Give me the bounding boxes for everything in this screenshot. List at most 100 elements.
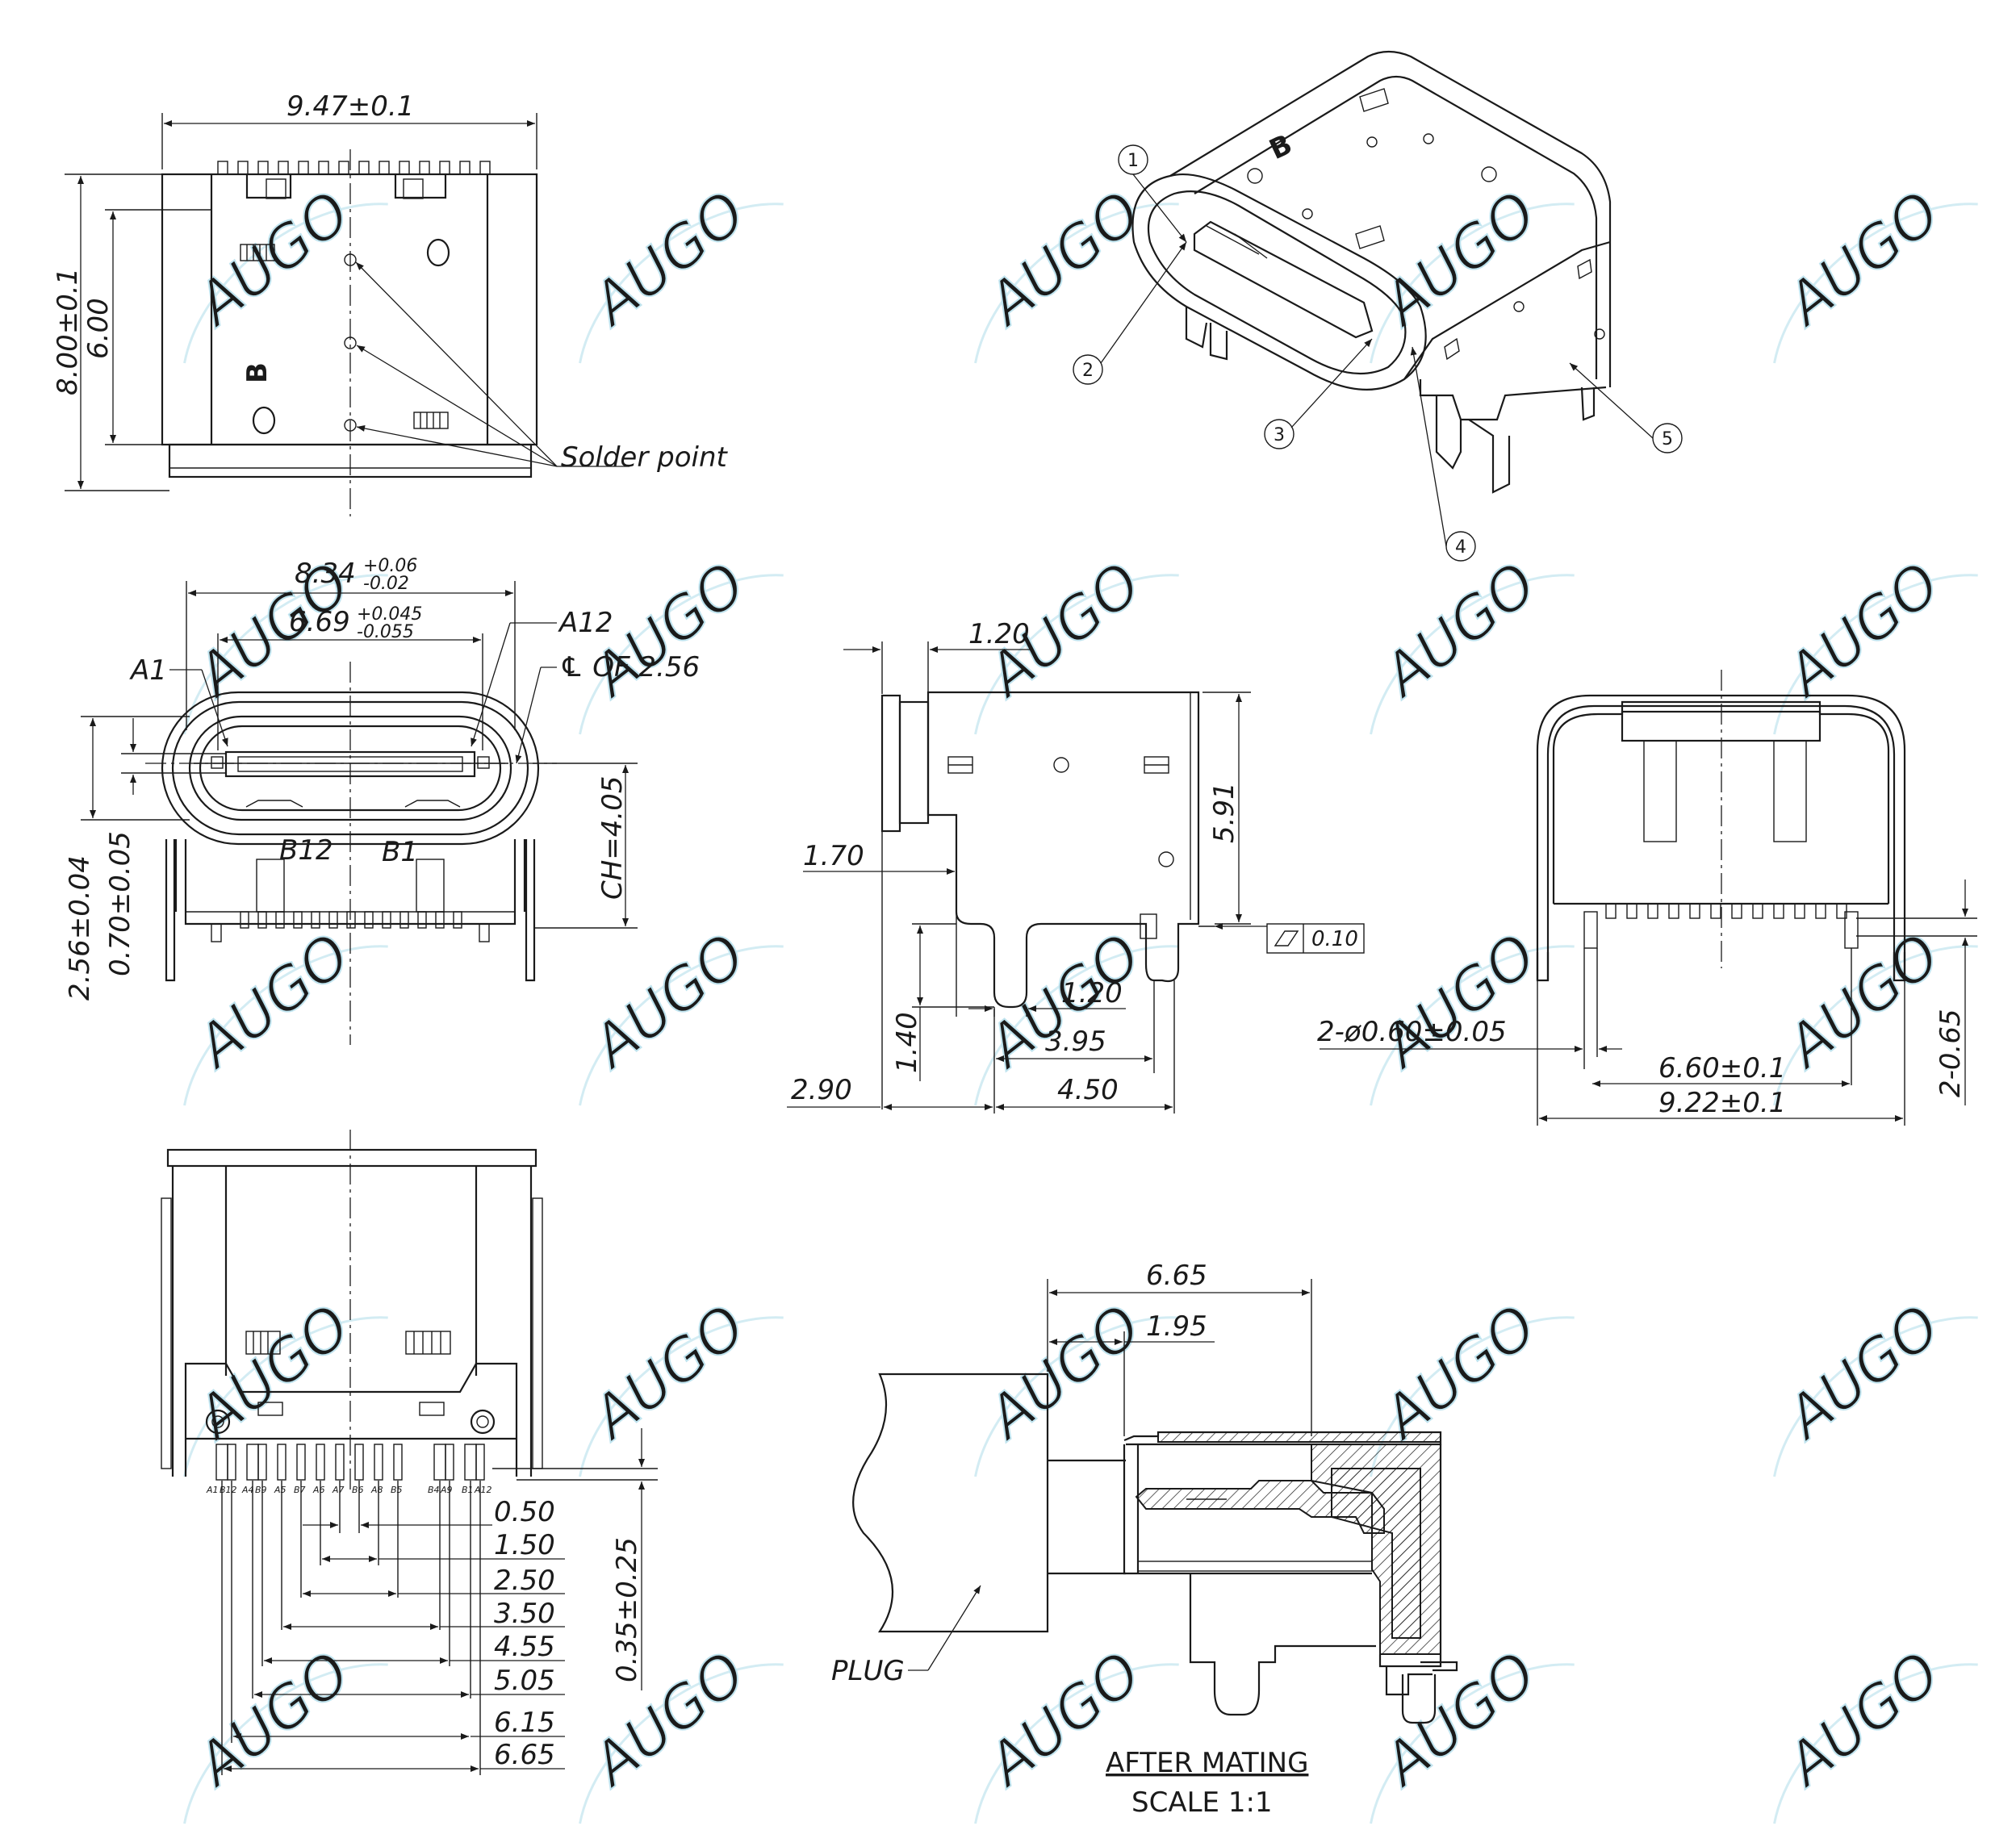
svg-text:4.55: 4.55 — [494, 1631, 555, 1663]
svg-text:B9: B9 — [255, 1485, 267, 1495]
top-marking-lines — [240, 244, 449, 429]
watermark: AUGO — [576, 919, 784, 1106]
solder-point — [344, 253, 357, 266]
svg-text:AUGO: AUGO — [577, 1291, 758, 1453]
svg-text:AUGO: AUGO — [577, 1638, 758, 1800]
side-dim-450: 4.50 — [1057, 1074, 1119, 1106]
iso-callout-3: 3 — [1264, 338, 1373, 449]
iso-callout-2: 2 — [1073, 241, 1187, 385]
svg-text:A7: A7 — [332, 1485, 345, 1495]
iso-callout-5: 5 — [1569, 362, 1683, 453]
svg-text:B7: B7 — [294, 1485, 306, 1495]
svg-text:1: 1 — [1127, 151, 1139, 171]
svg-text:AUGO: AUGO — [1368, 178, 1549, 340]
iso-view: B 1 2 3 4 5 — [1073, 50, 1683, 562]
front-outer-width-dim: 8.34 — [295, 558, 356, 590]
front-ch-dim: CH=4.05 — [596, 776, 629, 900]
top-width-dim: 9.47±0.1 — [287, 90, 414, 123]
svg-text:A1: A1 — [206, 1485, 219, 1495]
pcb-height-dim: 0.35±0.25 — [611, 1537, 643, 1682]
svg-text:A6: A6 — [312, 1485, 325, 1495]
front-inner-width-tol-plus: +0.045 — [357, 604, 422, 625]
pcb-pin-labels: A1 B12 A4 B9 A5 B7 A6 A7 B6 A8 B5 B4 A9 … — [206, 1485, 492, 1495]
front-label-a1: A1 — [129, 654, 167, 687]
watermark: AUGO — [181, 919, 388, 1106]
watermark: AUGO — [181, 177, 388, 364]
svg-text:B6: B6 — [352, 1485, 364, 1495]
rear-pitch-dim: 6.60±0.1 — [1658, 1052, 1786, 1084]
svg-text:A12: A12 — [474, 1485, 492, 1495]
svg-text:B1: B1 — [462, 1485, 474, 1495]
side-view: 1.20 5.91 0.10 1.70 1.40 — [787, 618, 1365, 1114]
pcb-pitch-dims: 0.50 1.50 2.50 3.50 4.55 5.05 6.15 6.65 — [224, 1496, 565, 1772]
plug-outline — [852, 1373, 1049, 1633]
rear-pin-row — [1605, 903, 1847, 919]
svg-text:AUGO: AUGO — [182, 1638, 362, 1800]
front-label-b12: B12 — [279, 834, 333, 867]
front-outer-width-tol-minus: -0.02 — [363, 574, 409, 594]
pcb-pin-row — [215, 1444, 485, 1481]
svg-text:A4: A4 — [241, 1485, 254, 1495]
front-inner-width-tol-minus: -0.055 — [357, 622, 414, 642]
side-dim-top: 1.20 — [968, 618, 1030, 650]
top-hole-lower — [252, 406, 276, 435]
pcb-view: A1 B12 A4 B9 A5 B7 A6 A7 B6 A8 B5 B4 A9 … — [161, 1130, 658, 1775]
svg-text:AUGO: AUGO — [1771, 178, 1952, 340]
svg-text:6.15: 6.15 — [494, 1707, 555, 1739]
rear-hole-dim: 2-ø0.60±0.05 — [1317, 1016, 1507, 1048]
svg-text:B4: B4 — [428, 1485, 440, 1495]
svg-text:1.50: 1.50 — [494, 1529, 555, 1561]
mating-scale: SCALE 1:1 — [1131, 1786, 1273, 1819]
svg-text:AUGO: AUGO — [1771, 1291, 1952, 1453]
watermark: AUGO — [1367, 548, 1575, 735]
front-inner-width-dim: 6.69 — [289, 606, 350, 638]
iso-callout-1: 1 — [1118, 144, 1187, 243]
top-view: 9.47±0.1 — [52, 90, 728, 516]
solder-point — [344, 336, 357, 349]
svg-text:B5: B5 — [391, 1485, 403, 1495]
top-marking-letter: B — [241, 362, 274, 383]
front-height-dim: 2.56±0.04 — [64, 855, 96, 1001]
svg-text:AUGO: AUGO — [577, 178, 758, 340]
front-offset-dim: 0.70±0.05 — [104, 831, 136, 976]
svg-text:3.50: 3.50 — [494, 1598, 555, 1630]
solder-point-label: Solder point — [561, 441, 728, 474]
svg-text:4: 4 — [1455, 537, 1466, 558]
svg-text:B12: B12 — [220, 1485, 237, 1495]
mating-dim-665: 6.65 — [1146, 1260, 1207, 1292]
watermark: AUGO — [972, 177, 1179, 364]
rear-width-dim: 9.22±0.1 — [1658, 1087, 1786, 1119]
svg-text:5: 5 — [1662, 429, 1673, 449]
svg-text:2: 2 — [1082, 361, 1094, 381]
top-pin-row — [217, 161, 491, 175]
side-dim-395: 3.95 — [1045, 1026, 1106, 1058]
solder-point — [344, 419, 357, 432]
svg-text:AUGO: AUGO — [972, 178, 1153, 340]
top-height-dim: 8.00±0.1 — [52, 268, 84, 395]
iso-callout-4: 4 — [1410, 346, 1476, 562]
svg-text:2.50: 2.50 — [494, 1565, 555, 1597]
svg-text:AUGO: AUGO — [1368, 1291, 1549, 1453]
watermark: AUGO — [181, 1637, 388, 1824]
front-label-a12: A12 — [558, 607, 613, 639]
watermark: AUGO — [1367, 919, 1575, 1106]
svg-text:AUGO: AUGO — [182, 920, 362, 1082]
svg-text:A8: A8 — [370, 1485, 383, 1495]
svg-text:A5: A5 — [274, 1485, 287, 1495]
mating-dim-195: 1.95 — [1146, 1310, 1207, 1343]
watermark: AUGO — [576, 1637, 784, 1824]
svg-text:AUGO: AUGO — [1771, 549, 1952, 711]
front-pin-row — [211, 911, 490, 942]
front-label-centerline: ℄ OF 2.56 — [559, 651, 700, 683]
mating-view: 6.65 1.95 PLUG AFTER MATING SCALE 1:1 — [831, 1260, 1458, 1819]
svg-text:AUGO: AUGO — [1771, 1638, 1952, 1800]
watermark: AUGO — [576, 177, 784, 364]
svg-text:6.65: 6.65 — [494, 1739, 555, 1771]
watermark: AUGO — [576, 1290, 784, 1477]
side-dim-height: 5.91 — [1208, 782, 1240, 843]
svg-text:3: 3 — [1274, 425, 1285, 445]
front-view: 8.34 +0.06 -0.02 6.69 +0.045 -0.055 — [64, 556, 700, 1045]
rear-view: 2-ø0.60±0.05 6.60±0.1 9.22±0.1 2-0.65 — [1317, 670, 1977, 1126]
top-inner-height-dim: 6.00 — [82, 298, 115, 359]
